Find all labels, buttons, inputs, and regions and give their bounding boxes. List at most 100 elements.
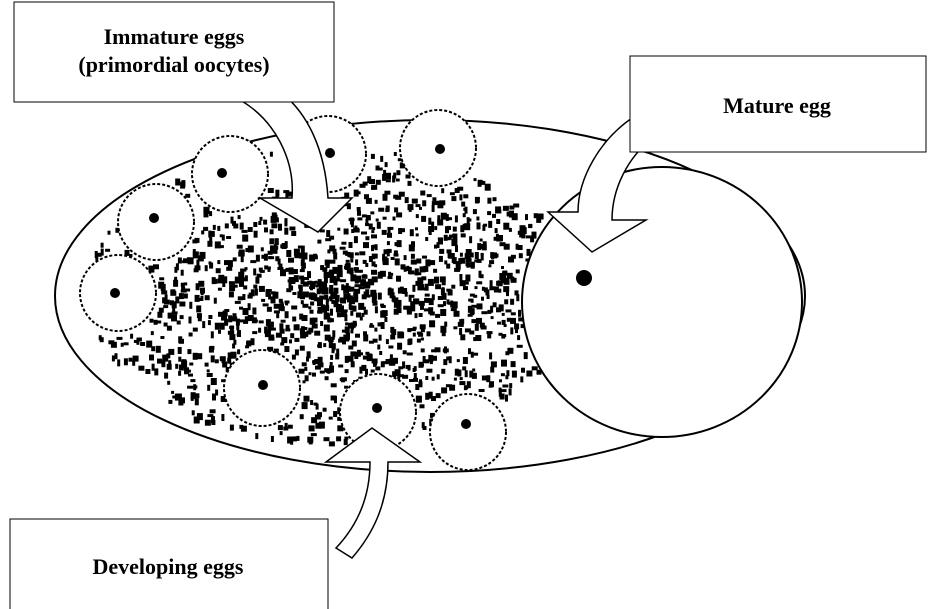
stroma-speckle — [298, 246, 303, 249]
stroma-speckle — [438, 304, 444, 307]
stroma-speckle — [344, 287, 349, 293]
stroma-speckle — [207, 414, 213, 417]
stroma-speckle — [490, 252, 494, 258]
stroma-speckle — [210, 409, 216, 413]
stroma-speckle — [426, 369, 432, 373]
stroma-speckle — [364, 194, 369, 199]
stroma-speckle — [130, 334, 133, 339]
stroma-speckle — [379, 351, 382, 355]
stroma-speckle — [337, 274, 340, 280]
stroma-speckle — [380, 271, 386, 277]
stroma-speckle — [459, 381, 465, 385]
stroma-speckle — [211, 378, 217, 385]
stroma-speckle — [439, 256, 443, 262]
stroma-speckle — [479, 389, 485, 392]
stroma-speckle — [526, 371, 532, 377]
stroma-speckle — [475, 335, 481, 341]
stroma-speckle — [261, 247, 264, 251]
stroma-speckle — [388, 276, 393, 279]
stroma-speckle — [209, 237, 212, 243]
stroma-speckle — [453, 227, 457, 232]
stroma-speckle — [446, 384, 452, 387]
stroma-speckle — [465, 253, 471, 259]
stroma-speckle — [471, 319, 476, 323]
stroma-speckle — [180, 315, 184, 319]
stroma-speckle — [451, 196, 456, 201]
stroma-speckle — [160, 336, 164, 339]
stroma-speckle — [301, 300, 304, 304]
stroma-speckle — [220, 323, 225, 330]
stroma-speckle — [444, 346, 447, 353]
stroma-speckle — [291, 231, 296, 236]
stroma-speckle — [444, 235, 448, 241]
stroma-speckle — [195, 398, 199, 405]
stroma-speckle — [434, 226, 437, 230]
stroma-speckle — [266, 319, 271, 326]
stroma-speckle — [438, 237, 442, 240]
stroma-speckle — [211, 331, 214, 338]
stroma-speckle — [330, 362, 333, 366]
stroma-speckle — [491, 361, 497, 367]
stroma-speckle — [181, 180, 185, 187]
stroma-speckle — [168, 360, 171, 364]
stroma-speckle — [375, 306, 378, 313]
stroma-speckle — [396, 212, 402, 217]
stroma-speckle — [381, 305, 386, 308]
stroma-speckle — [355, 252, 359, 255]
stroma-speckle — [502, 313, 505, 316]
stroma-speckle — [524, 352, 528, 359]
stroma-speckle — [386, 173, 391, 177]
stroma-speckle — [441, 369, 445, 374]
stroma-speckle — [343, 294, 349, 300]
stroma-speckle — [409, 295, 412, 302]
stroma-speckle — [261, 299, 265, 302]
stroma-speckle — [403, 350, 407, 354]
stroma-speckle — [350, 259, 353, 263]
stroma-speckle — [252, 308, 256, 315]
stroma-speckle — [430, 312, 435, 316]
stroma-speckle — [304, 396, 310, 402]
stroma-speckle — [419, 207, 422, 210]
stroma-speckle — [302, 362, 307, 366]
stroma-speckle — [330, 292, 333, 298]
stroma-speckle — [425, 376, 428, 380]
stroma-speckle — [317, 240, 321, 244]
stroma-speckle — [465, 275, 470, 282]
stroma-speckle — [420, 191, 425, 196]
stroma-speckle — [289, 339, 292, 343]
stroma-speckle — [305, 375, 309, 381]
stroma-speckle — [157, 312, 162, 318]
stroma-speckle — [350, 218, 354, 225]
stroma-speckle — [164, 373, 168, 379]
stroma-speckle — [521, 233, 525, 238]
stroma-speckle — [124, 358, 128, 365]
stroma-speckle — [483, 224, 487, 227]
stroma-speckle — [233, 257, 237, 261]
stroma-speckle — [376, 180, 381, 185]
stroma-speckle — [371, 154, 375, 159]
follicle-nucleus — [258, 380, 268, 390]
stroma-speckle — [440, 276, 446, 282]
stroma-speckle — [355, 281, 359, 284]
stroma-speckle — [499, 379, 502, 382]
stroma-speckle — [189, 317, 192, 324]
stroma-speckle — [157, 359, 162, 364]
stroma-speckle — [278, 224, 282, 231]
follicle-nucleus — [217, 168, 227, 178]
stroma-speckle — [505, 375, 508, 379]
immature-eggs-label-line2: (primordial oocytes) — [78, 52, 269, 77]
stroma-speckle — [472, 369, 475, 372]
stroma-speckle — [463, 286, 468, 290]
stroma-speckle — [208, 320, 211, 325]
stroma-speckle — [193, 328, 198, 332]
stroma-speckle — [299, 369, 305, 374]
stroma-speckle — [408, 338, 412, 344]
stroma-speckle — [163, 305, 168, 308]
stroma-speckle — [205, 420, 211, 426]
stroma-speckle — [285, 218, 288, 225]
stroma-speckle — [320, 265, 324, 270]
stroma-speckle — [337, 312, 341, 317]
stroma-speckle — [348, 323, 351, 329]
stroma-speckle — [314, 403, 318, 406]
stroma-speckle — [397, 331, 403, 338]
